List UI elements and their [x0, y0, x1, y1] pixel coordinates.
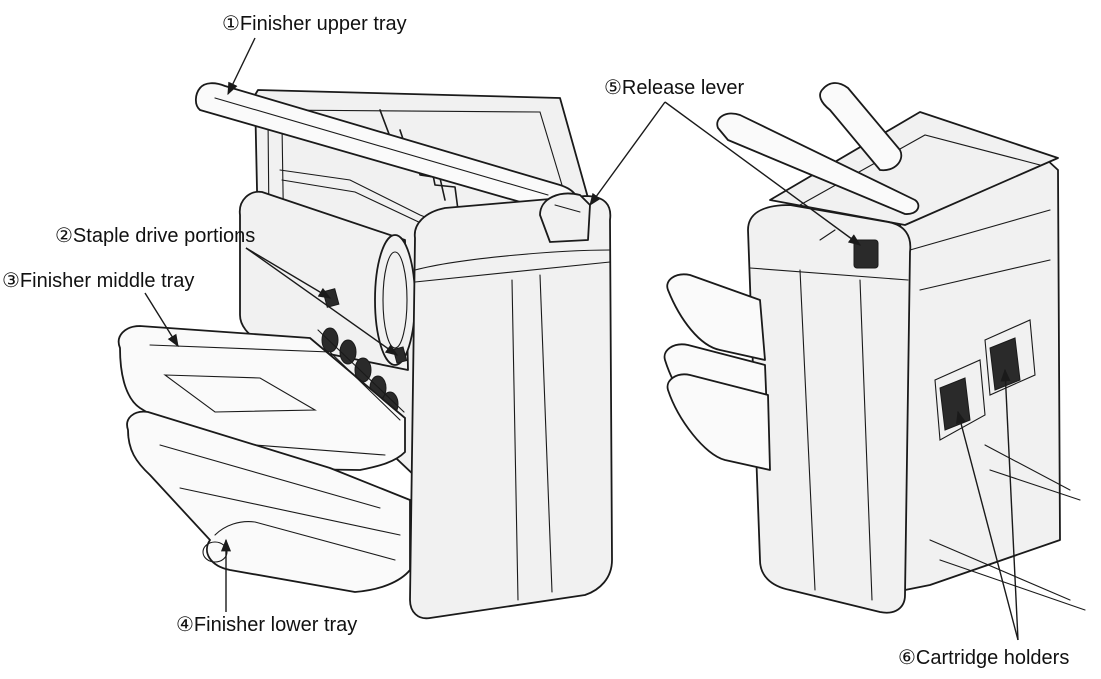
callout-staple-drive: ②Staple drive portions — [55, 225, 399, 356]
label-finisher-upper-tray: ①Finisher upper tray — [222, 13, 407, 35]
front-door — [409, 195, 613, 620]
finisher-lower-tray — [126, 410, 411, 593]
callout-lower-tray: ④Finisher lower tray — [176, 538, 357, 636]
callout-middle-tray: ③Finisher middle tray — [2, 270, 194, 348]
label-staple-drive-portions: ②Staple drive portions — [55, 225, 255, 247]
label-release-lever: ⑤Release lever — [604, 77, 745, 99]
callout-upper-tray: ①Finisher upper tray — [222, 13, 407, 96]
callout-cartridge-holders: ⑥Cartridge holders — [898, 368, 1069, 669]
label-cartridge-holders: ⑥Cartridge holders — [898, 647, 1069, 669]
finisher-left-illustration — [117, 82, 613, 620]
label-finisher-middle-tray: ③Finisher middle tray — [2, 270, 194, 292]
label-finisher-lower-tray: ④Finisher lower tray — [176, 614, 357, 636]
finisher-right-illustration — [663, 82, 1086, 614]
release-lever-right — [853, 239, 879, 269]
callout-release-lever: ⑤Release lever — [589, 77, 862, 246]
